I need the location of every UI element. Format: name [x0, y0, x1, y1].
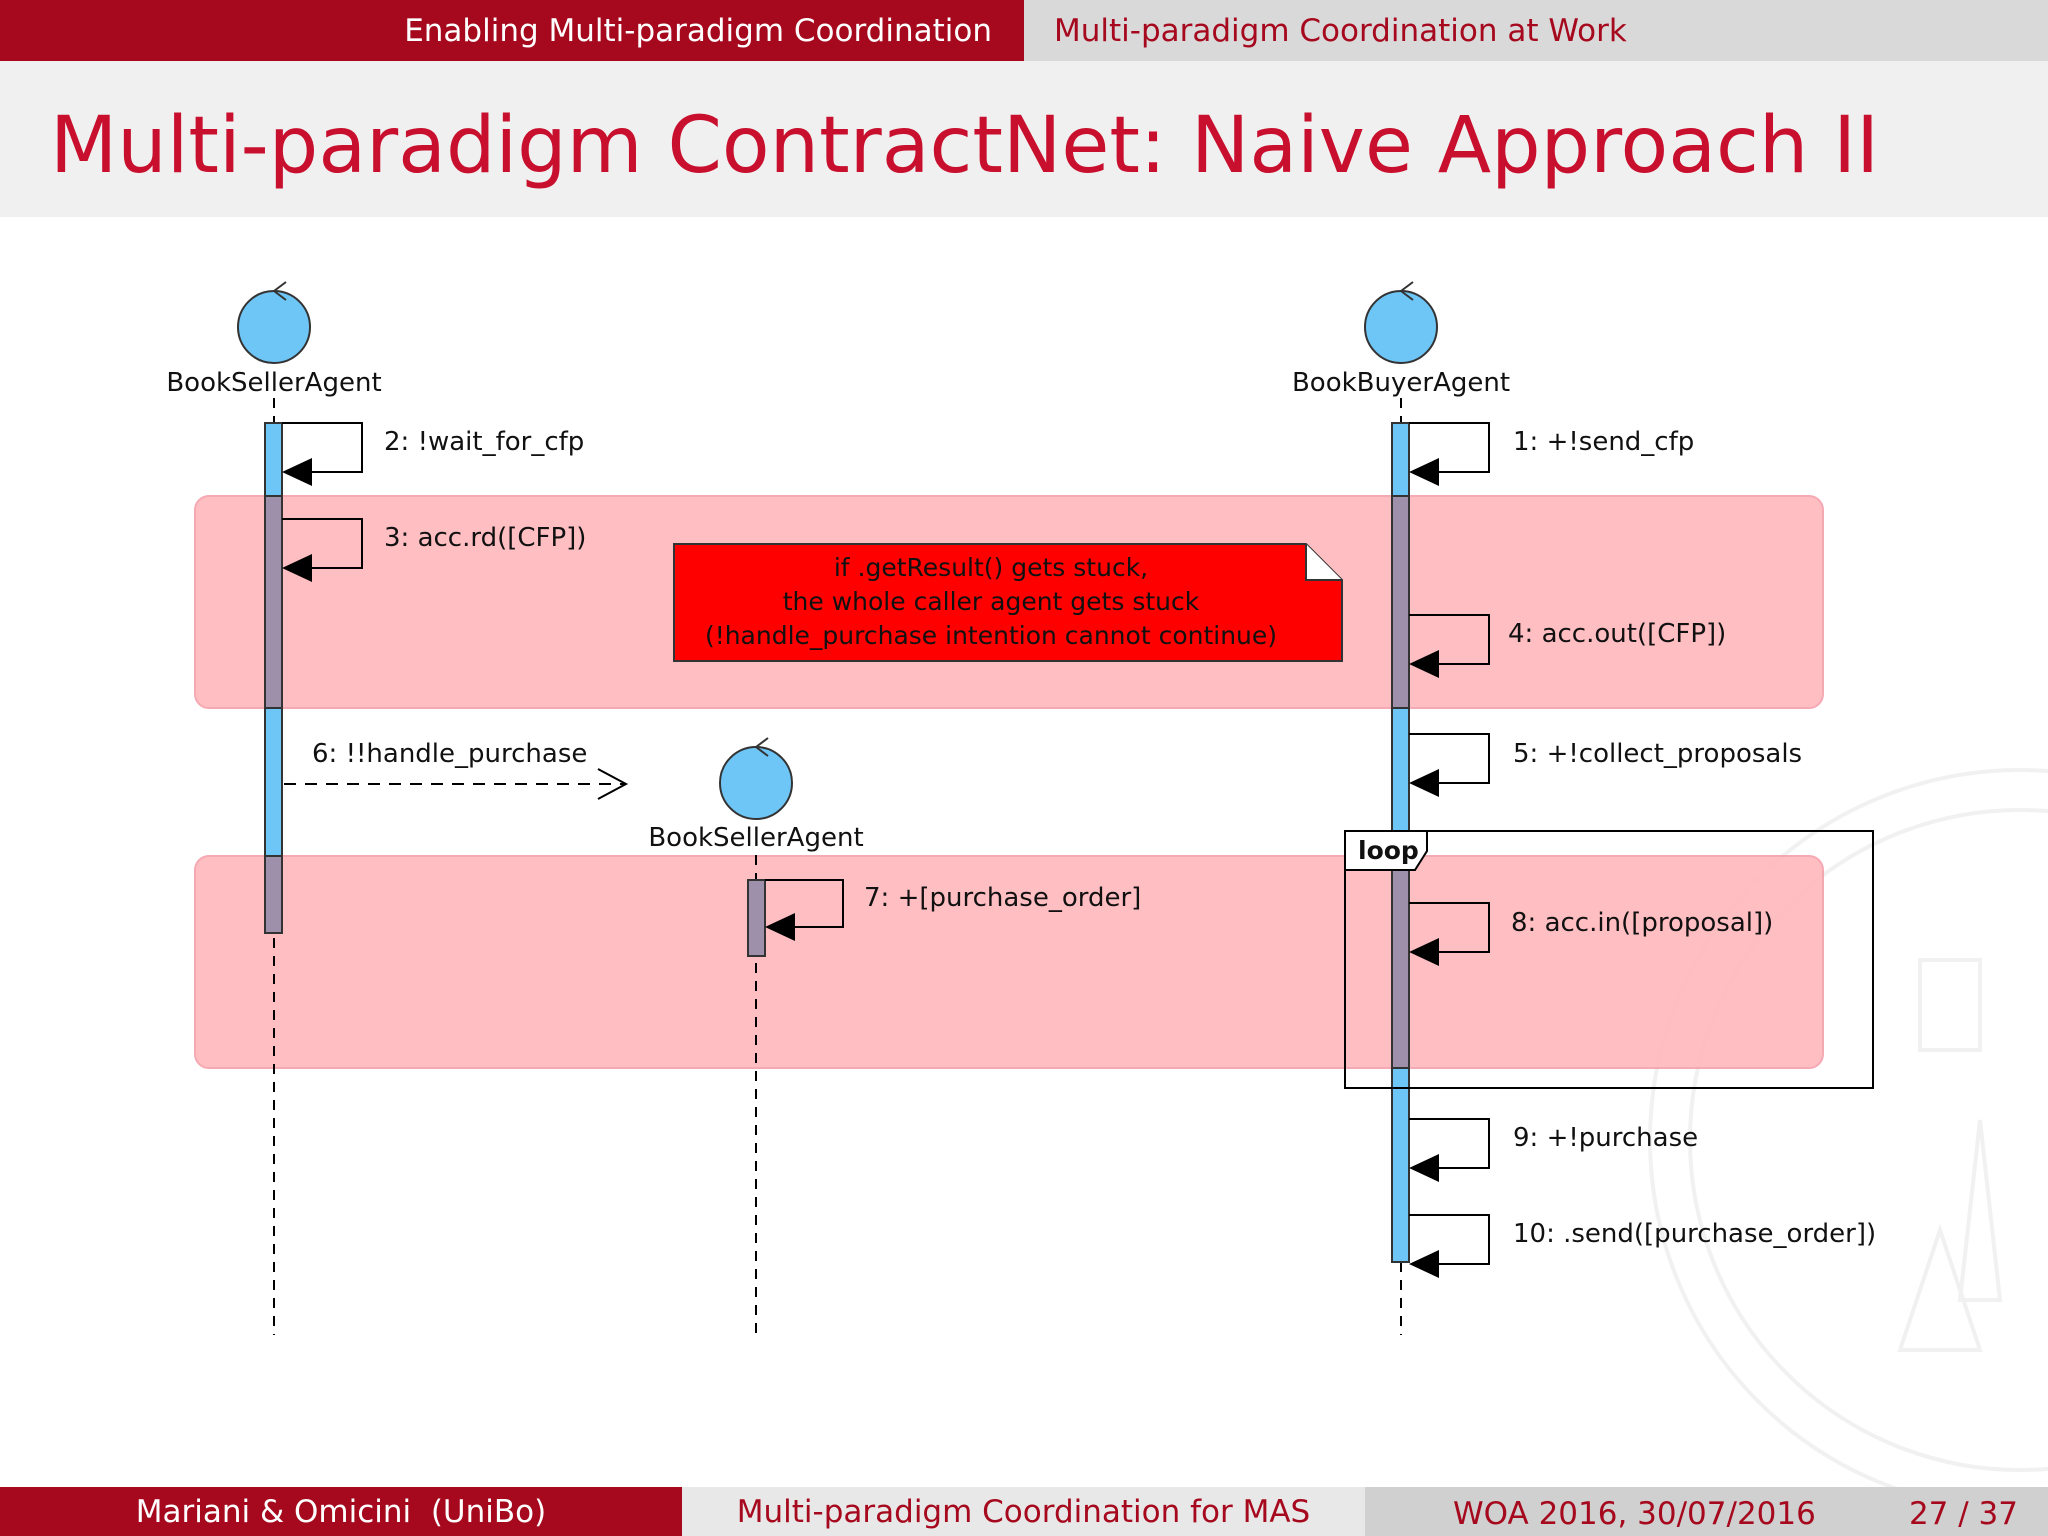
- message-label-5: 5: +!collect_proposals: [1513, 739, 1802, 769]
- note-line-1: if .getResult() gets stuck,: [834, 553, 1148, 582]
- message-label-9: 9: +!purchase: [1513, 1123, 1698, 1153]
- self-message-2: [282, 422, 363, 486]
- actor-seller-intention: BookSellerAgent: [648, 737, 864, 853]
- buyer-activation-bottom: [1391, 1067, 1410, 1263]
- slide-title: Multi-paradigm ContractNet: Naive Approa…: [50, 101, 1880, 191]
- message-label-6: 6: !!handle_purchase: [312, 739, 587, 769]
- subsection-title[interactable]: Multi-paradigm Coordination at Work: [1024, 0, 2048, 61]
- message-label-4: 4: acc.out([CFP]): [1508, 619, 1726, 649]
- message-label-10: 10: .send([purchase_order]): [1513, 1219, 1876, 1249]
- actor-buyer: BookBuyerAgent: [1292, 281, 1510, 398]
- slide-title-bar: Multi-paradigm ContractNet: Naive Approa…: [0, 61, 2048, 217]
- seller-intention-activation: [747, 879, 766, 957]
- seller-activation-middle: [264, 707, 283, 857]
- actor-seller-intention-label: BookSellerAgent: [648, 823, 863, 853]
- seller-activation-blocked: [264, 495, 283, 709]
- async-message-6: [284, 768, 629, 800]
- actor-seller: BookSellerAgent: [166, 281, 382, 398]
- self-message-9: [1409, 1118, 1490, 1182]
- self-message-8: [1409, 902, 1490, 966]
- footer-bar: Mariani & Omicini (UniBo) Multi-paradigm…: [0, 1487, 2048, 1536]
- message-label-2: 2: !wait_for_cfp: [384, 427, 584, 457]
- self-message-5: [1409, 733, 1490, 797]
- section-navigation-bar: Enabling Multi-paradigm Coordination Mul…: [0, 0, 2048, 61]
- self-message-10: [1409, 1214, 1490, 1278]
- buyer-activation-blocked: [1391, 495, 1410, 709]
- sequence-diagram: BookSellerAgent BookBuyerAgent BookSelle…: [166, 281, 2048, 1487]
- message-label-7: 7: +[purchase_order]: [864, 883, 1141, 913]
- highlight-band-bottom: [194, 855, 1824, 1069]
- seller-activation-blocked-lower: [264, 855, 283, 934]
- self-message-7: [765, 879, 844, 941]
- note-line-2: the whole caller agent gets stuck: [783, 587, 1200, 616]
- loop-label: loop: [1358, 836, 1419, 865]
- message-label-1: 1: +!send_cfp: [1513, 427, 1694, 457]
- self-message-4: [1409, 614, 1490, 678]
- footer-talk-title: Multi-paradigm Coordination for MAS: [682, 1487, 1365, 1536]
- message-label-3: 3: acc.rd([CFP]): [384, 523, 586, 553]
- page-number: 27 / 37: [1908, 1496, 2018, 1532]
- message-label-8: 8: acc.in([proposal]): [1511, 908, 1773, 938]
- self-message-3: [282, 518, 363, 582]
- buyer-activation-blocked-lower: [1391, 869, 1410, 1069]
- buyer-activation-top: [1391, 422, 1410, 497]
- note-line-3: (!handle_purchase intention cannot conti…: [705, 621, 1277, 650]
- loop-fragment: loop: [1344, 830, 1874, 1089]
- actor-buyer-label: BookBuyerAgent: [1292, 368, 1510, 398]
- footer-venue-and-page: WOA 2016, 30/07/2016 27 / 37: [1365, 1487, 2048, 1536]
- section-title[interactable]: Enabling Multi-paradigm Coordination: [0, 0, 1024, 61]
- footer-venue: WOA 2016, 30/07/2016: [1453, 1496, 1816, 1532]
- actor-seller-label: BookSellerAgent: [166, 368, 381, 398]
- warning-note: if .getResult() gets stuck, the whole ca…: [673, 543, 1343, 662]
- seller-activation-top: [264, 422, 283, 497]
- self-message-1: [1409, 422, 1490, 486]
- university-seal-watermark: [1648, 768, 2048, 1487]
- footer-authors: Mariani & Omicini (UniBo): [0, 1487, 682, 1536]
